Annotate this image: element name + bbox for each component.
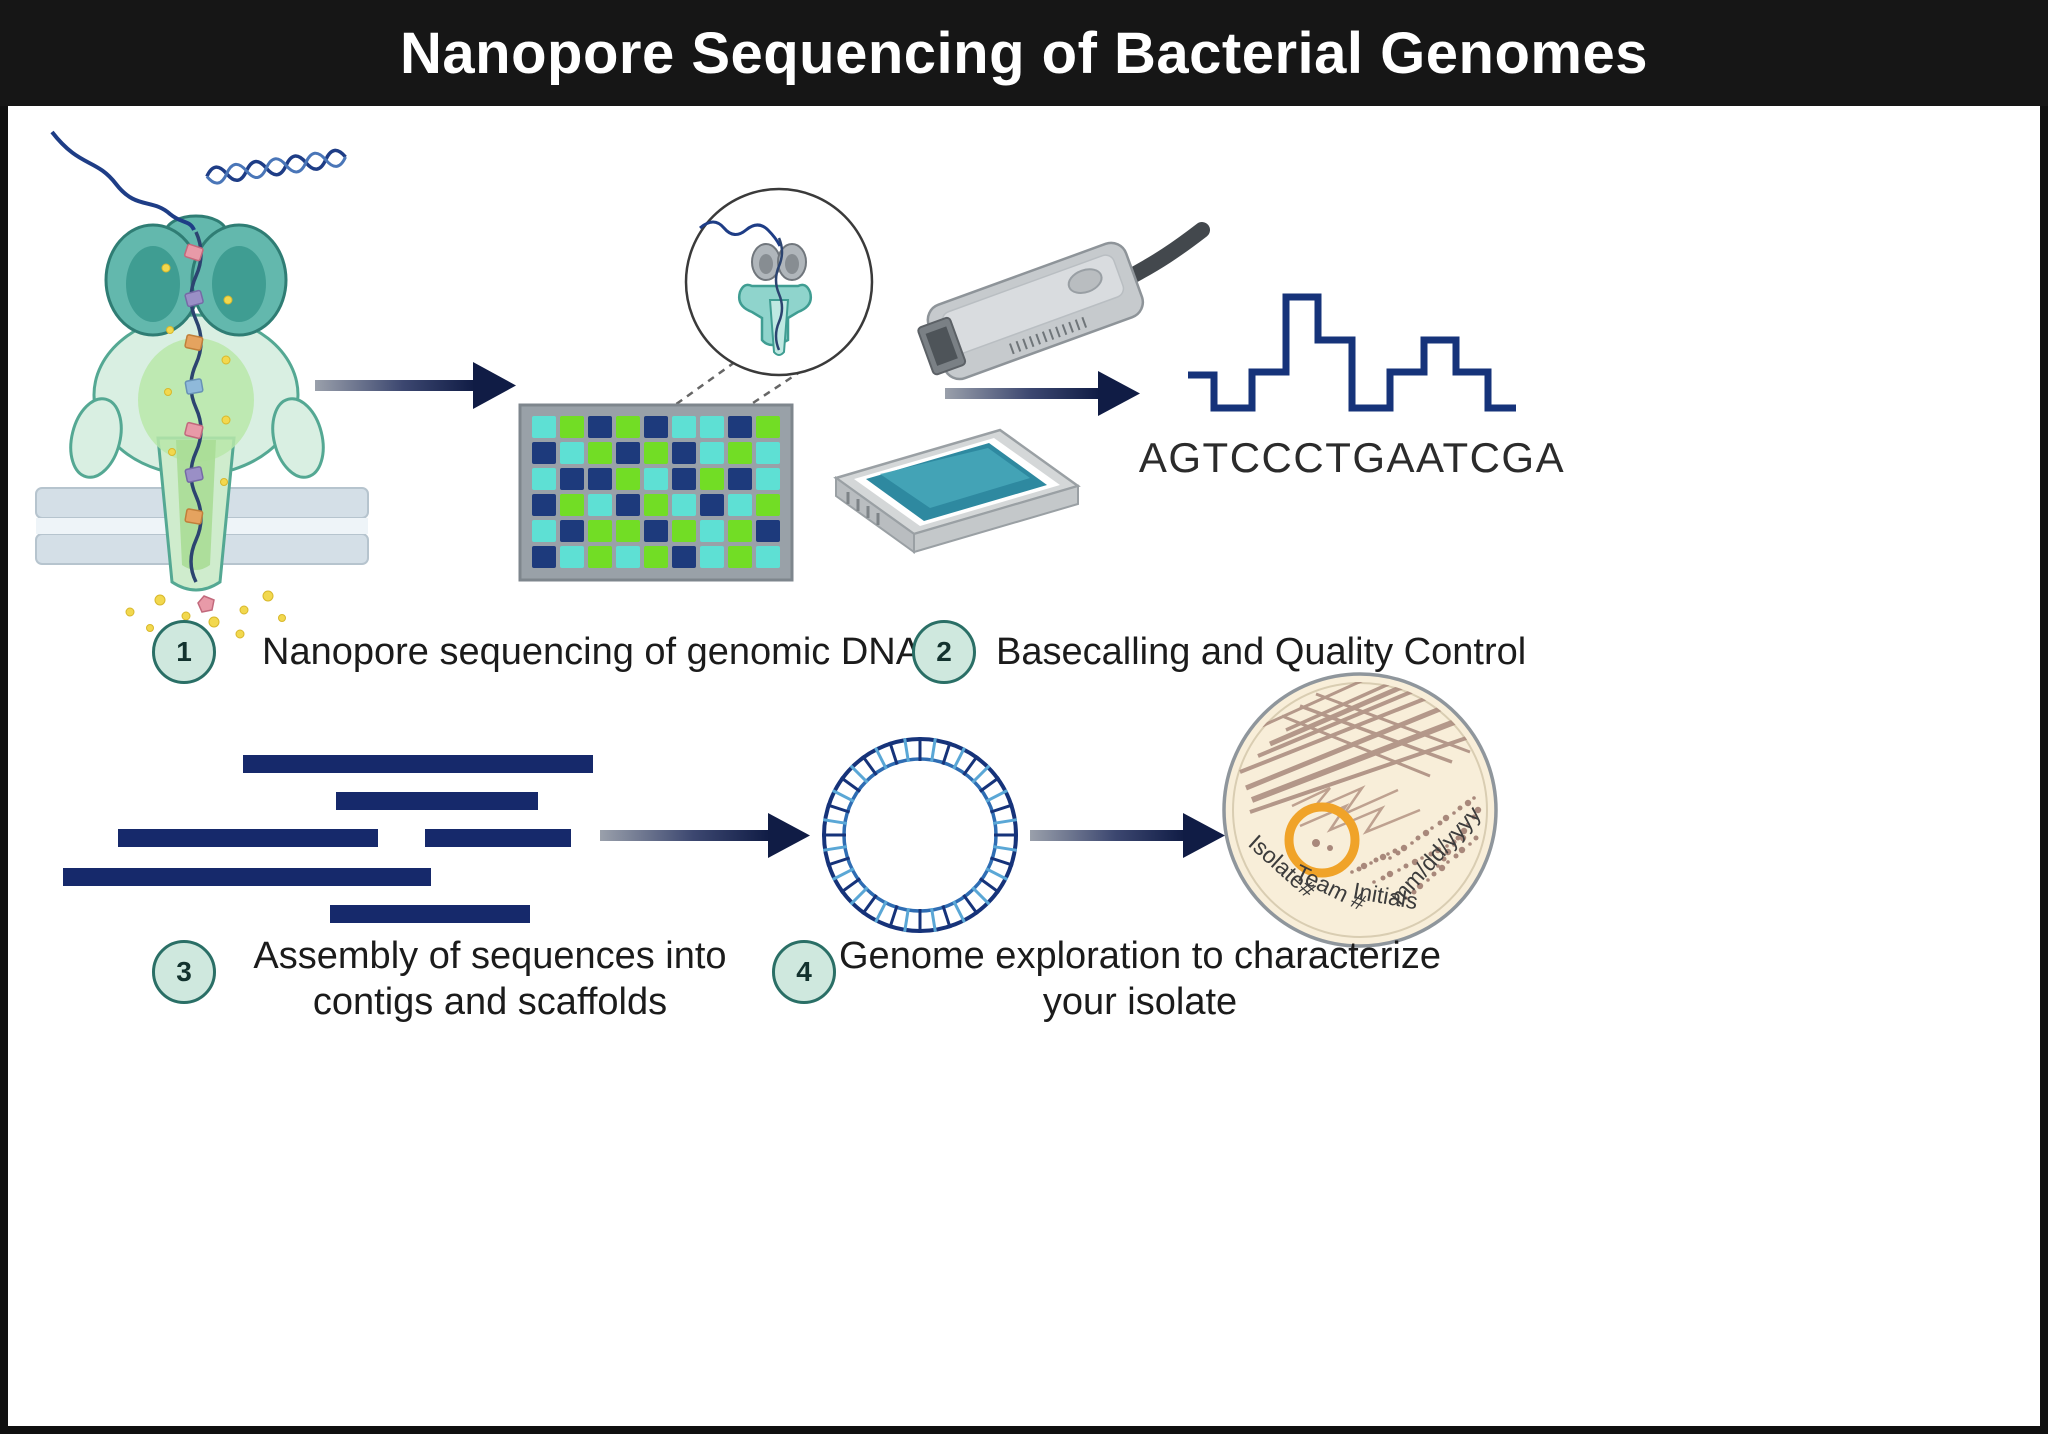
colony-dot [1312,839,1320,847]
step-2-number: 2 [936,636,952,667]
minion-ridges [1009,316,1088,355]
step-1-caption: Nanopore sequencing of genomic DNA [262,631,922,673]
minit-vents [846,492,880,525]
ion-dots [125,263,286,644]
page-title: Nanopore Sequencing of Bacterial Genomes [400,20,1648,86]
magnifier-circle [639,187,874,436]
signal-squiggle [1188,293,1516,412]
arrow-icon [945,371,1140,416]
colony-highlight-circle [1284,802,1360,878]
usb-cable [1120,222,1210,286]
step-2-badge: 2 [912,620,976,684]
colony-dot [1327,845,1333,851]
step-1-number: 1 [176,636,192,667]
title-bar: Nanopore Sequencing of Bacterial Genomes [0,0,2048,106]
minion-sequencer [917,241,1145,381]
arrow-icon [600,813,810,858]
petri-dish: Isolate# Team # Initials mm/dd/yyyy [1222,672,1498,948]
flow-cell-grid [532,416,780,568]
colony-dots [1350,796,1482,900]
dna-helix [205,148,347,185]
circular-genome [822,737,1018,933]
sequence-reads [63,755,593,923]
step-4-badge: 4 [772,940,836,1004]
arrow-icon [1030,813,1225,858]
genome-rungs [822,737,1018,933]
step-4-number: 4 [796,956,812,987]
step-4-caption: Genome exploration to characterize your … [839,935,1441,1023]
step-2-caption: Basecalling and Quality Control [996,631,1527,673]
step-1-badge: 1 [152,620,216,684]
step-3-caption: Assembly of sequences into contigs and s… [253,935,727,1023]
nucleotides [183,243,215,613]
arrow-icon [315,362,516,409]
dna-strand [50,130,203,583]
sequence-text: AGTCCCTGAATCGA [1139,434,1565,481]
flow-cell [518,403,794,582]
minit-device [833,428,1081,554]
step-3-badge: 3 [152,940,216,1004]
step-3-number: 3 [176,956,192,987]
